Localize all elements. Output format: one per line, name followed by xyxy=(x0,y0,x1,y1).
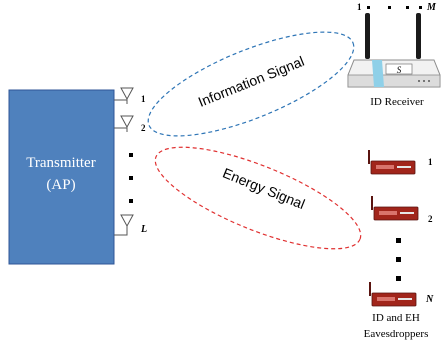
eavesdropper-ellipsis xyxy=(396,238,401,281)
antenna-icon xyxy=(120,115,134,132)
eavesdroppers-caption-line1: ID and EH xyxy=(372,312,420,324)
energy-signal-beam xyxy=(154,146,362,250)
antenna-icon xyxy=(120,214,134,231)
information-signal-beam xyxy=(147,31,355,137)
tx-antenna-label-1: 1 xyxy=(141,94,146,104)
id-receiver-caption: ID Receiver xyxy=(370,96,424,108)
rx-antenna-dots xyxy=(367,6,422,9)
eavesdroppers-caption-line2: Eavesdroppers xyxy=(364,328,429,340)
tx-antenna-ellipsis xyxy=(129,153,133,203)
wireless-router-icon xyxy=(347,13,441,88)
rx-antenna-label-1: 1 xyxy=(357,2,362,12)
energy-signal-label: Energy Signal xyxy=(220,165,307,212)
eavesdropper-label-N: N xyxy=(425,294,434,305)
wireless-device-icon xyxy=(369,282,417,307)
rx-antenna-label-M: M xyxy=(426,2,437,13)
wireless-device-icon xyxy=(371,196,419,221)
transmitter-subtitle: (AP) xyxy=(46,177,75,193)
tx-antenna-label-2: 2 xyxy=(141,123,146,133)
transmitter-box xyxy=(8,89,115,265)
wireless-device-icon xyxy=(368,150,416,175)
eavesdropper-label-2: 2 xyxy=(428,214,433,224)
antenna-icon xyxy=(120,87,134,104)
router-mark: S xyxy=(397,65,402,75)
information-signal-label: Information Signal xyxy=(196,53,307,110)
eavesdropper-label-1: 1 xyxy=(428,157,433,167)
tx-antenna-label-L: L xyxy=(140,224,147,235)
transmitter-title: Transmitter xyxy=(26,155,95,171)
